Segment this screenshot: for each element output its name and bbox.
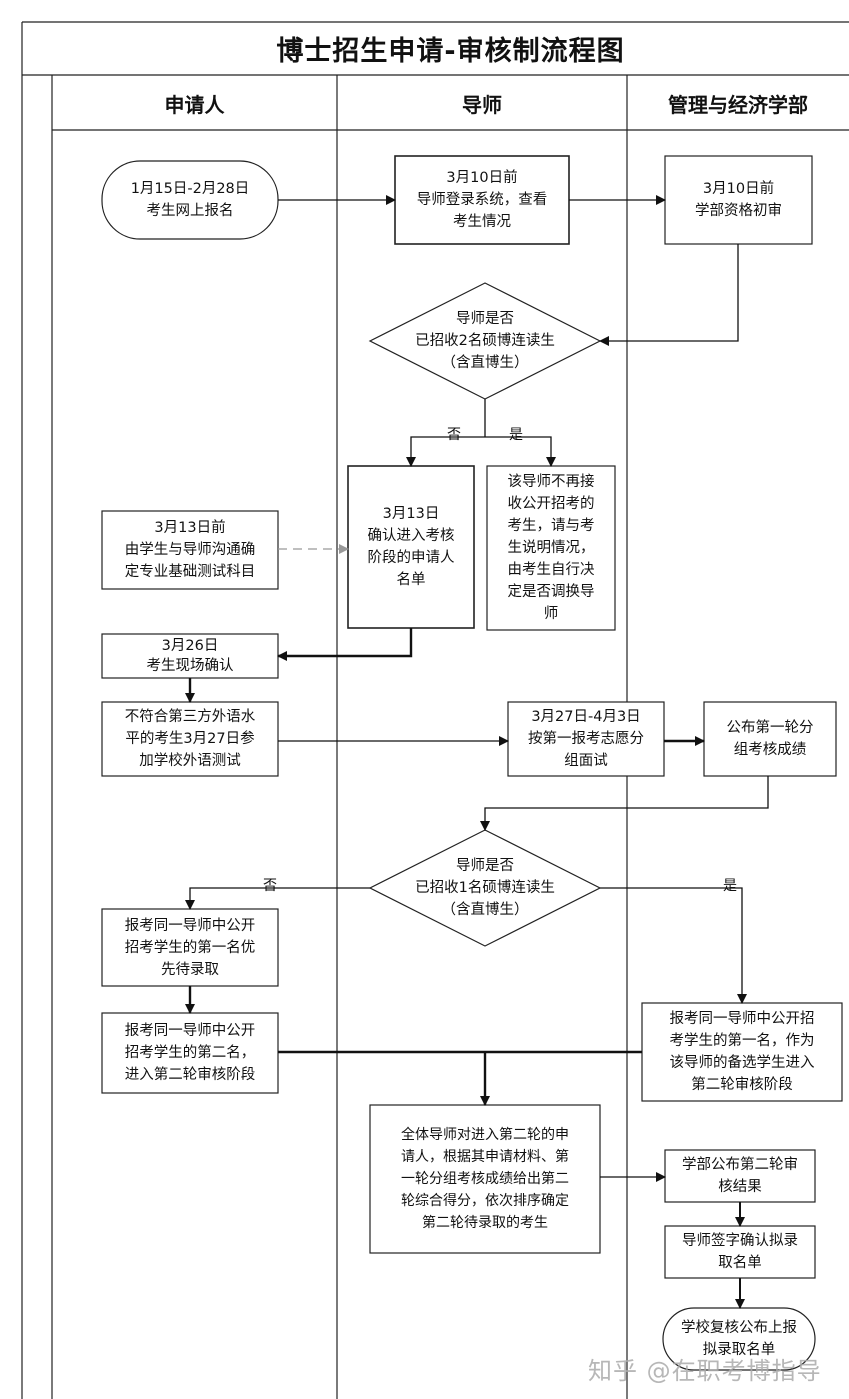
first-backup-box bbox=[641, 1002, 843, 1102]
first-prior-box bbox=[101, 908, 279, 987]
publish2-text: 学部公布第二轮审 核结果 bbox=[682, 1157, 798, 1195]
watermark: 知乎 @在职考博指导 bbox=[588, 1356, 822, 1385]
decision-2 bbox=[368, 829, 602, 947]
decision-2-text: 导师是否 已招收1名硕博连读生 （含直博生） bbox=[415, 858, 555, 918]
subject-box bbox=[101, 510, 279, 590]
lane-header-applicant: 申请人 bbox=[164, 92, 225, 117]
second-text: 报考同一导师中公开 招考学生的第二名， 进入第二轮审核阶段 bbox=[124, 1023, 256, 1083]
decision-1-no-label: 否 bbox=[447, 427, 461, 443]
edge-d2-yes bbox=[600, 887, 747, 1004]
final-text: 学校复核公布上报 拟录取名单 bbox=[681, 1320, 797, 1358]
edge-d1-no bbox=[406, 436, 485, 467]
decision-1-yes-label: 是 bbox=[509, 427, 523, 443]
all-tutors-box bbox=[369, 1104, 601, 1254]
first-backup-text: 报考同一导师中公开招 考学生的第一名，作为 该导师的备选学生进入 第二轮审核阶段 bbox=[669, 1011, 815, 1093]
interview-text: 3月27日-4月3日 按第一报考志愿分 组面试 bbox=[528, 709, 644, 769]
sign-box bbox=[664, 1225, 816, 1279]
onsite-text: 3月26日 考生现场确认 bbox=[146, 638, 234, 674]
edge-d1-yes bbox=[485, 436, 556, 467]
lang-text: 不符合第三方外语水 平的考生3月27日参 加学校外语测试 bbox=[124, 709, 256, 769]
interview-box bbox=[507, 701, 665, 777]
edge-dept-d1 bbox=[599, 244, 739, 346]
second-box bbox=[101, 1012, 279, 1094]
lane-header-department: 管理与经济学部 bbox=[668, 92, 808, 117]
all-tutors-text: 全体导师对进入第二轮的申 请人，根据其申请材料、第 一轮分组考核成绩给出第二 轮… bbox=[401, 1127, 569, 1231]
lane-header-tutor: 导师 bbox=[462, 92, 502, 117]
confirm-list-text: 3月13日 确认进入考核 阶段的申请人 名单 bbox=[367, 506, 455, 588]
decision-2-no-label: 否 bbox=[263, 878, 277, 894]
edge-d2-no bbox=[185, 887, 370, 910]
no-more-box bbox=[486, 465, 616, 631]
page-title: 博士招生申请-审核制流程图 bbox=[276, 35, 625, 67]
publish2-box bbox=[664, 1149, 816, 1203]
tutor-login-text: 3月10日前 导师登录系统，查看 考生情况 bbox=[416, 170, 548, 230]
decision-2-yes-label: 是 bbox=[723, 878, 737, 894]
sign-text: 导师签字确认拟录 取名单 bbox=[682, 1233, 798, 1271]
lang-box bbox=[101, 701, 279, 777]
edge-publish1-d2 bbox=[480, 776, 769, 831]
edge-confirm-onsite bbox=[277, 628, 413, 661]
decision-1-text: 导师是否 已招收2名硕博连读生 （含直博生） bbox=[415, 311, 555, 371]
first-prior-text: 报考同一导师中公开 招考学生的第一名优 先待录取 bbox=[124, 917, 256, 978]
dept-review-text: 3月10日前 学部资格初审 bbox=[695, 181, 782, 219]
subject-text: 3月13日前 由学生与导师沟通确 定专业基础测试科目 bbox=[124, 520, 256, 580]
no-more-text: 该导师不再接 收公开招考的 考生，请与考 生说明情况， 由考生自行决 定是否调换… bbox=[507, 474, 595, 622]
register-text: 1月15日-2月28日 考生网上报名 bbox=[130, 181, 250, 219]
publish1-text: 公布第一轮分 组考核成绩 bbox=[726, 720, 814, 758]
